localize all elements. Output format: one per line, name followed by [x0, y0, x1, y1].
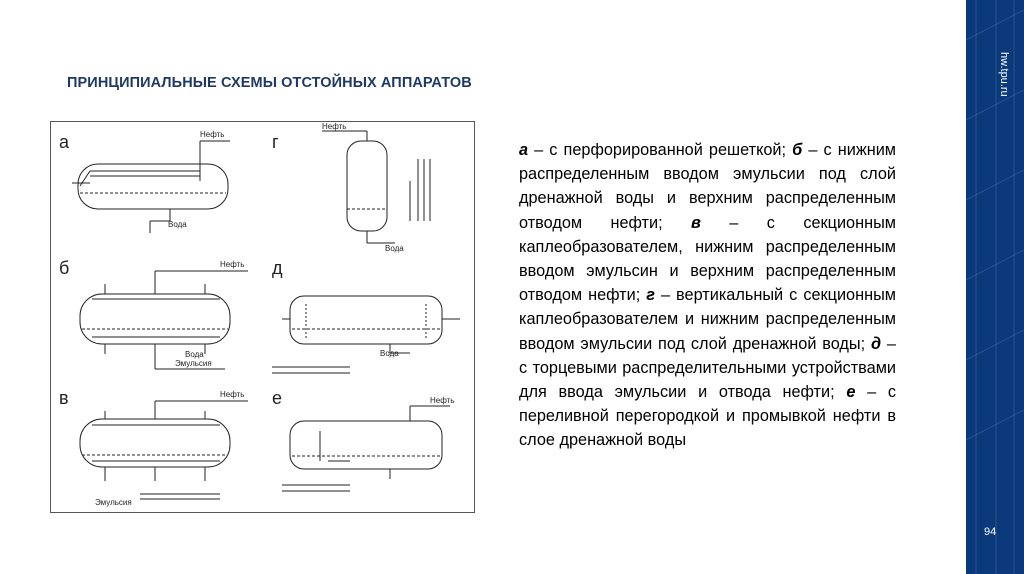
- scheme-letter-e: е: [272, 388, 282, 408]
- svg-text:Нефть: Нефть: [430, 396, 454, 405]
- svg-text:Нефть: Нефть: [220, 390, 244, 399]
- scheme-key-letter: а: [519, 141, 529, 159]
- scheme-description-text: – с нижним распределенным вводом эмульси…: [519, 141, 896, 232]
- svg-text:Эмульсия: Эмульсия: [95, 498, 132, 507]
- slide-title: ПРИНЦИПИАЛЬНЫЕ СХЕМЫ ОТСТОЙНЫХ АППАРАТОВ: [67, 75, 472, 91]
- scheme-description-text: – с секционным каплеобразователем, нижни…: [519, 213, 896, 305]
- scheme-key-letter: в: [691, 213, 701, 232]
- site-url: hw.tpu.ru: [998, 52, 1010, 97]
- svg-text:Нефть: Нефть: [322, 122, 346, 131]
- sidebar-pattern: [966, 0, 1024, 574]
- scheme-letter-b: б: [59, 258, 69, 278]
- svg-text:Вода: Вода: [380, 349, 399, 358]
- settler-schemes-figure: а б в г д е Нефть Вода Нефть Вода Эмульс…: [50, 121, 475, 513]
- svg-text:Вода: Вода: [385, 244, 404, 253]
- svg-text:Нефть: Нефть: [220, 260, 244, 269]
- scheme-letter-a: а: [59, 132, 70, 152]
- svg-text:Вода: Вода: [185, 350, 204, 359]
- scheme-key-letter: д: [871, 334, 882, 353]
- page-number: 94: [984, 526, 997, 538]
- sidebar: [966, 0, 1024, 574]
- scheme-key-letter: б: [792, 141, 803, 159]
- svg-text:Нефть: Нефть: [200, 130, 224, 139]
- scheme-key-letter: е: [846, 383, 856, 402]
- scheme-description-text: – с переливной перегородкой и промывкой …: [519, 383, 896, 450]
- scheme-letter-v: в: [59, 388, 69, 408]
- scheme-description-text: – вертикальный с секционным каплеобразов…: [519, 286, 896, 353]
- scheme-letter-g: г: [272, 132, 279, 152]
- svg-text:Эмульсия: Эмульсия: [175, 359, 212, 368]
- schemes-description: а – с перфорированной решеткой; б – с ни…: [519, 138, 896, 453]
- scheme-description-text: – с торцевыми распределительными устройс…: [519, 334, 896, 402]
- scheme-letter-d: д: [272, 258, 283, 278]
- scheme-key-letter: г: [646, 286, 655, 305]
- svg-text:Вода: Вода: [168, 220, 187, 229]
- scheme-description-text: – с перфорированной решеткой;: [528, 141, 793, 159]
